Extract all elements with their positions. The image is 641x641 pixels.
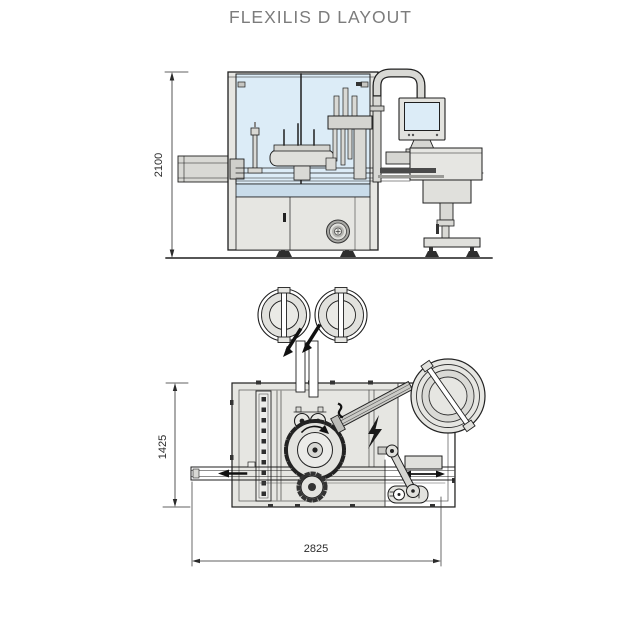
label-reel-2 [314,287,368,343]
depth-dim-label: 1425 [157,435,169,459]
height-dim-label: 2100 [153,153,165,177]
brush-wheel [296,471,328,503]
arm-pipe [372,85,382,183]
chain-strip [255,390,272,502]
outfeed-table-side [378,147,483,257]
door-hinge-right [360,81,369,88]
tension-arm [377,444,420,498]
hmi-monitor [398,97,446,154]
applicator-arm [330,380,414,434]
page-title: FLEXILIS D LAYOUT [229,7,412,27]
plan-view: 1425 2825 [157,287,486,567]
foot [340,251,356,257]
width-dim-label: 2825 [304,543,328,555]
door-hinge-left [237,81,246,88]
label-reel-1 [257,287,311,343]
pedestal-column [439,202,454,221]
accumulation-table [409,147,483,181]
monitor-screen [404,102,440,131]
side-elevation-view: 2100 [153,68,493,259]
rewind-reel [410,358,486,434]
guard-interior-equipment [235,82,484,182]
label-webs [295,340,319,398]
capping-tower [325,82,373,180]
height-dimension: 2100 [153,71,189,258]
sensor-post [247,122,263,174]
foot [466,251,480,257]
foot [425,251,439,257]
machine-feet [276,250,356,257]
lightning-bolt-icon [368,415,382,449]
dim-arrow-up [169,72,175,81]
vent-fan [326,219,350,244]
clamp-mark [337,402,344,419]
turntable [269,123,335,181]
foot [276,251,292,257]
table-band [235,183,371,198]
panel-handle [283,213,286,222]
star-wheel [284,419,346,481]
width-dimension: 2825 [191,481,442,567]
flow-arrow [218,469,248,478]
monitor-arm [369,68,426,183]
web-direction-arrows [283,323,322,357]
depth-dimension: 1425 [157,382,191,508]
infeed-clamp [229,158,245,180]
pedestal-base [423,237,481,248]
dim-arrow-down [169,249,175,258]
pipe-collar [369,105,385,112]
lower-panel [235,196,371,251]
